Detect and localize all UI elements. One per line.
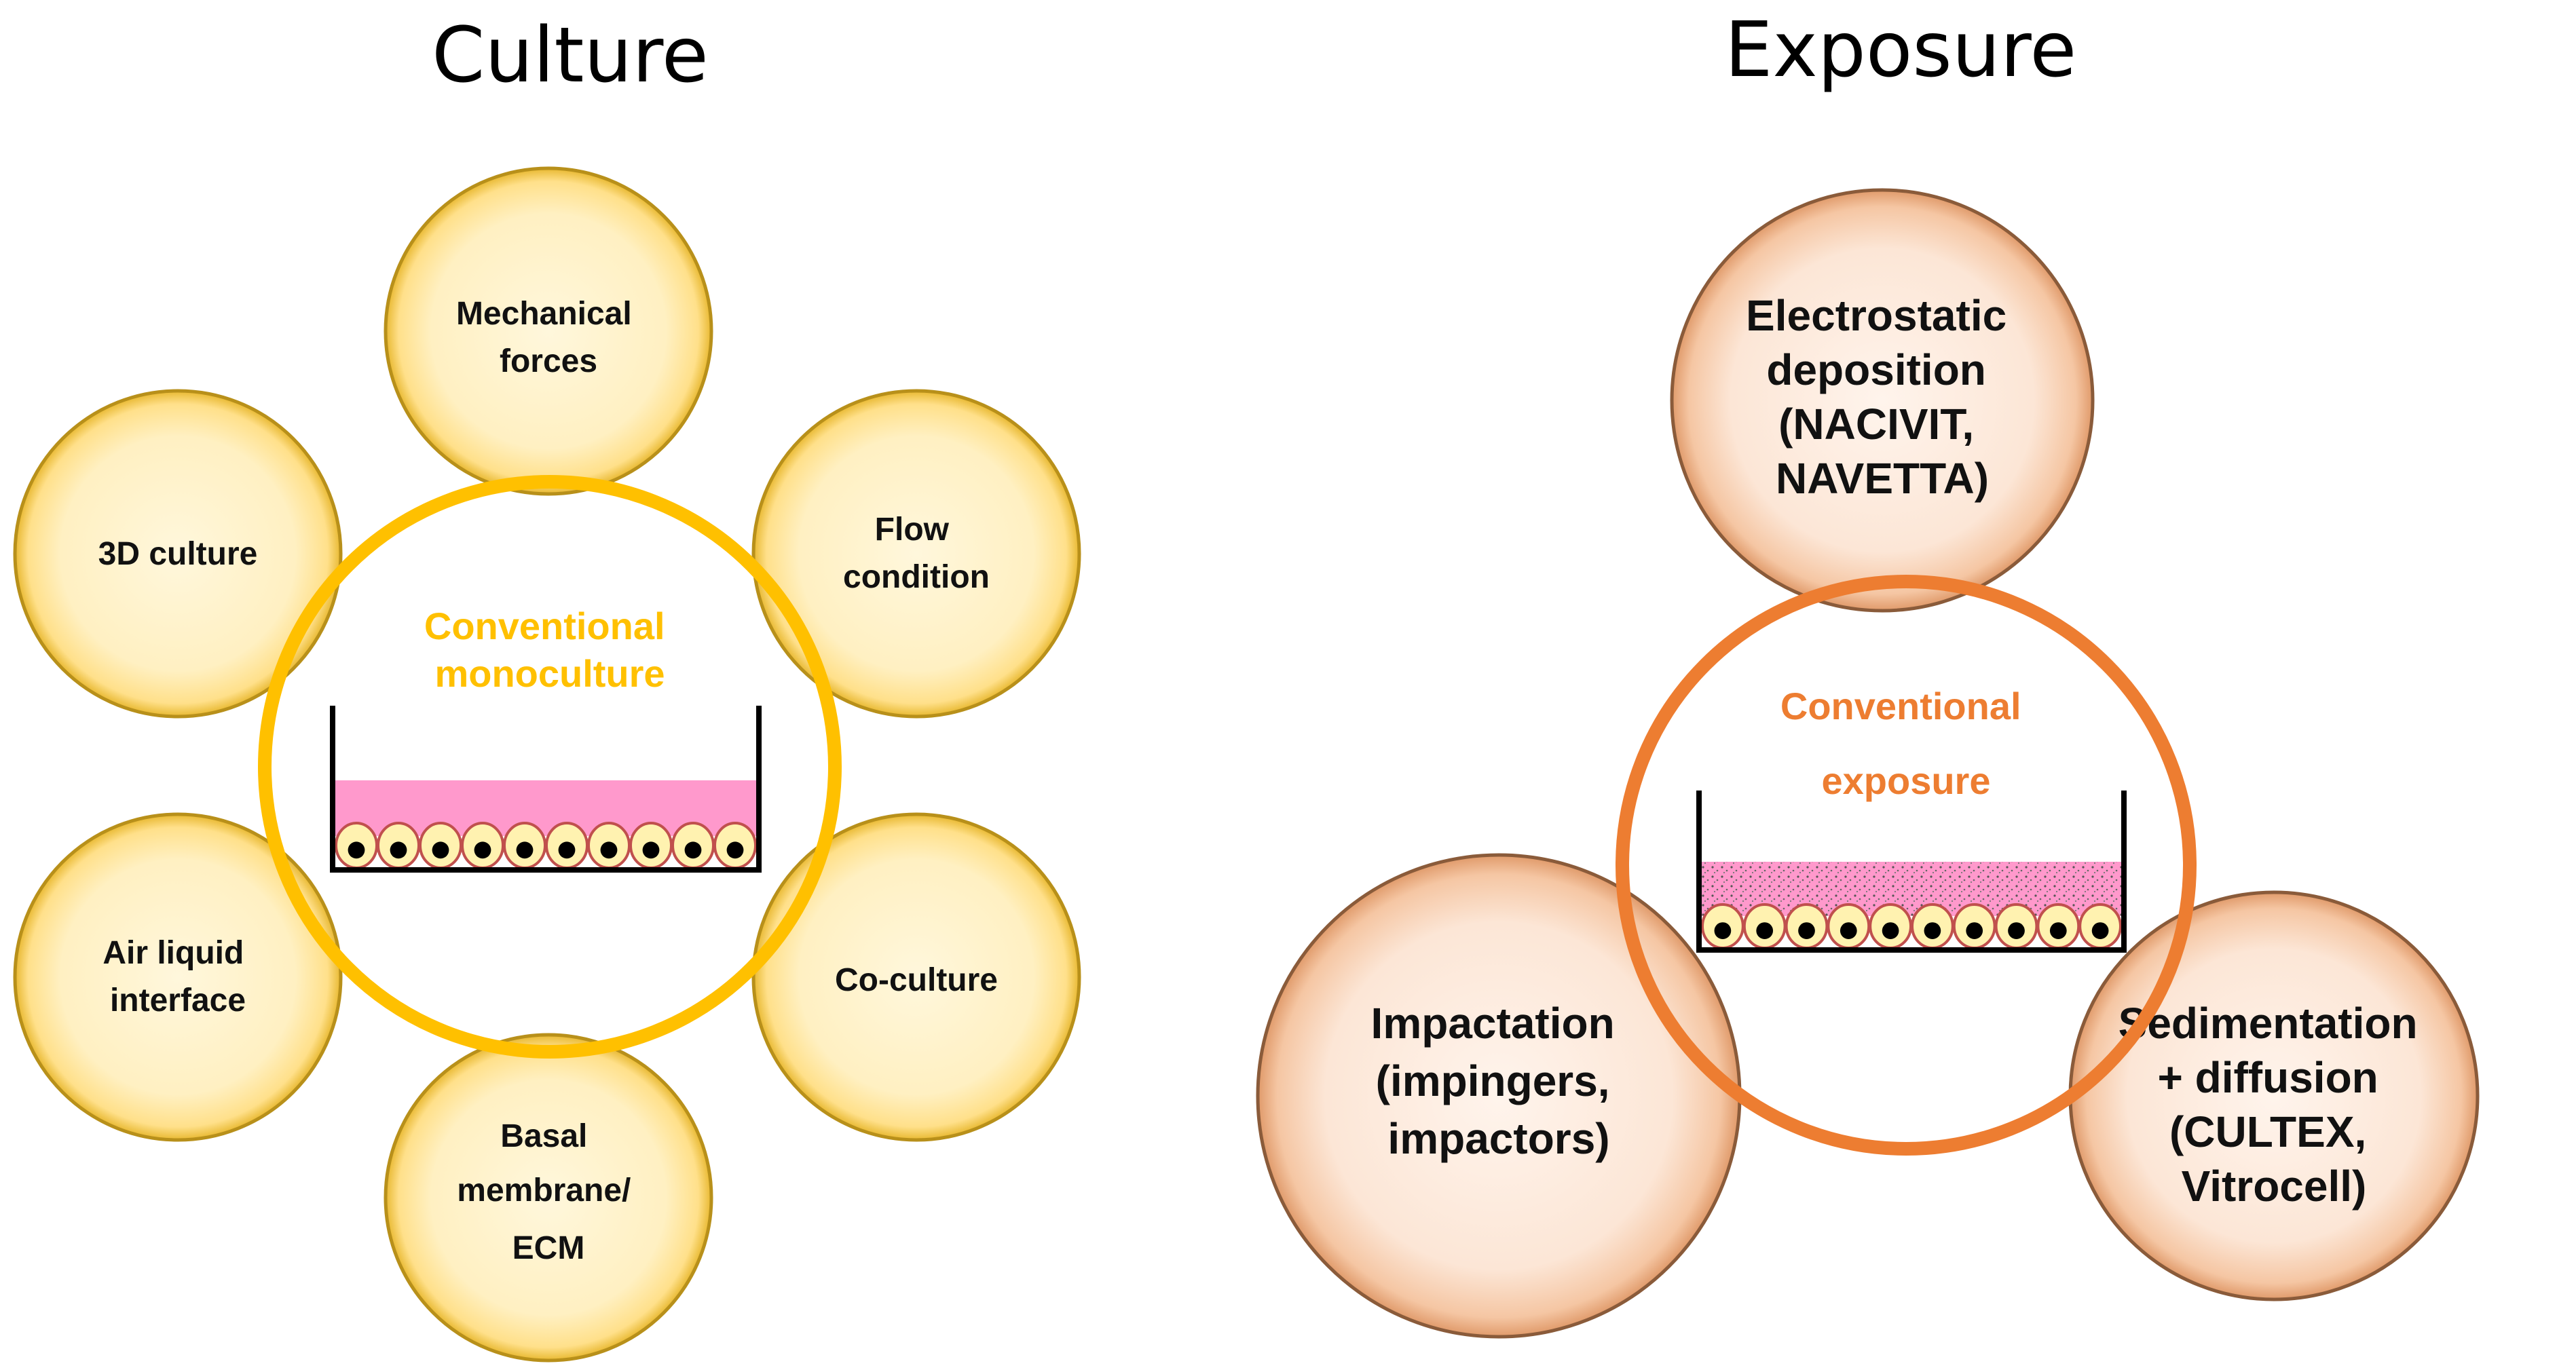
cell-nucleus [1714,922,1732,939]
cell-nucleus [2091,922,2109,939]
culture-title: Culture [432,12,709,100]
exposure-well [1696,791,2127,953]
exposure-group: Electrostatic deposition (NACIVIT, NAVET… [1256,188,2480,1339]
cell-nucleus [1798,922,1815,939]
svg-text:Basal membrane/: Basal membrane/ ECM [457,1118,639,1266]
satellite-3d-culture: 3D culture [13,389,343,719]
cell-nucleus [1756,922,1774,939]
culture-center-ring [258,475,842,1059]
exposure-cell-layer [1701,903,2123,949]
satellite-impactation: Impactation (impingers, impactors) [1256,853,1742,1339]
svg-text:Sedimentation + diffus: Sedimentation + diffusion (CULTEX, Vitro… [2118,999,2430,1211]
satellite-flow-condition: Flow condition [751,389,1081,719]
cell-nucleus [432,841,449,859]
svg-text:Co-culture: Co-culture [835,962,998,998]
exposure-title: Exposure [1725,6,2077,94]
culture-center-label: Conventional monoculture [424,605,675,695]
cell-nucleus [558,841,576,859]
svg-text:Impactation (impingers: Impactation (impingers, impactors) [1371,999,1627,1163]
culture-group: Mechanical forces Flow condition Co-cult… [13,166,1081,1363]
exposure-center-label: Conventional exposure [1780,685,2032,802]
svg-text:Flow condition: Flow condition [843,512,990,595]
satellite-mechanical-forces: Mechanical forces [384,166,713,496]
satellite-electrostatic-deposition: Electrostatic deposition (NACIVIT, NAVET… [1670,188,2095,613]
cell-nucleus [600,841,618,859]
exposure-center-ring [1616,575,2197,1156]
svg-text:Mechanical forces: Mechanical forces [456,296,641,379]
svg-text:3D culture: 3D culture [98,536,258,572]
culture-well [330,706,762,873]
satellite-co-culture: Co-culture [751,812,1081,1142]
cell-nucleus [1966,922,1983,939]
culture-cell-layer [335,822,757,869]
cell-nucleus [726,841,744,859]
cell-nucleus [390,841,407,859]
cell-nucleus [684,841,702,859]
cell-nucleus [348,841,365,859]
cell-nucleus [2049,922,2067,939]
cell-nucleus [2008,922,2025,939]
satellite-basal-membrane-ecm: Basal membrane/ ECM [384,1033,713,1363]
svg-text:Air liquid interface: Air liquid interface [102,935,253,1019]
cell-nucleus [474,841,491,859]
cell-nucleus [516,841,534,859]
cell-nucleus [642,841,660,859]
cell-nucleus [1924,922,1941,939]
satellite-sedimentation-diffusion: Sedimentation + diffusion (CULTEX, Vitro… [2068,890,2480,1301]
satellite-air-liquid-interface: Air liquid interface [13,812,343,1142]
cell-nucleus [1882,922,1899,939]
svg-text:Electrostatic depositi: Electrostatic deposition (NACIVIT, NAVET… [1746,291,2019,503]
cell-nucleus [1840,922,1857,939]
